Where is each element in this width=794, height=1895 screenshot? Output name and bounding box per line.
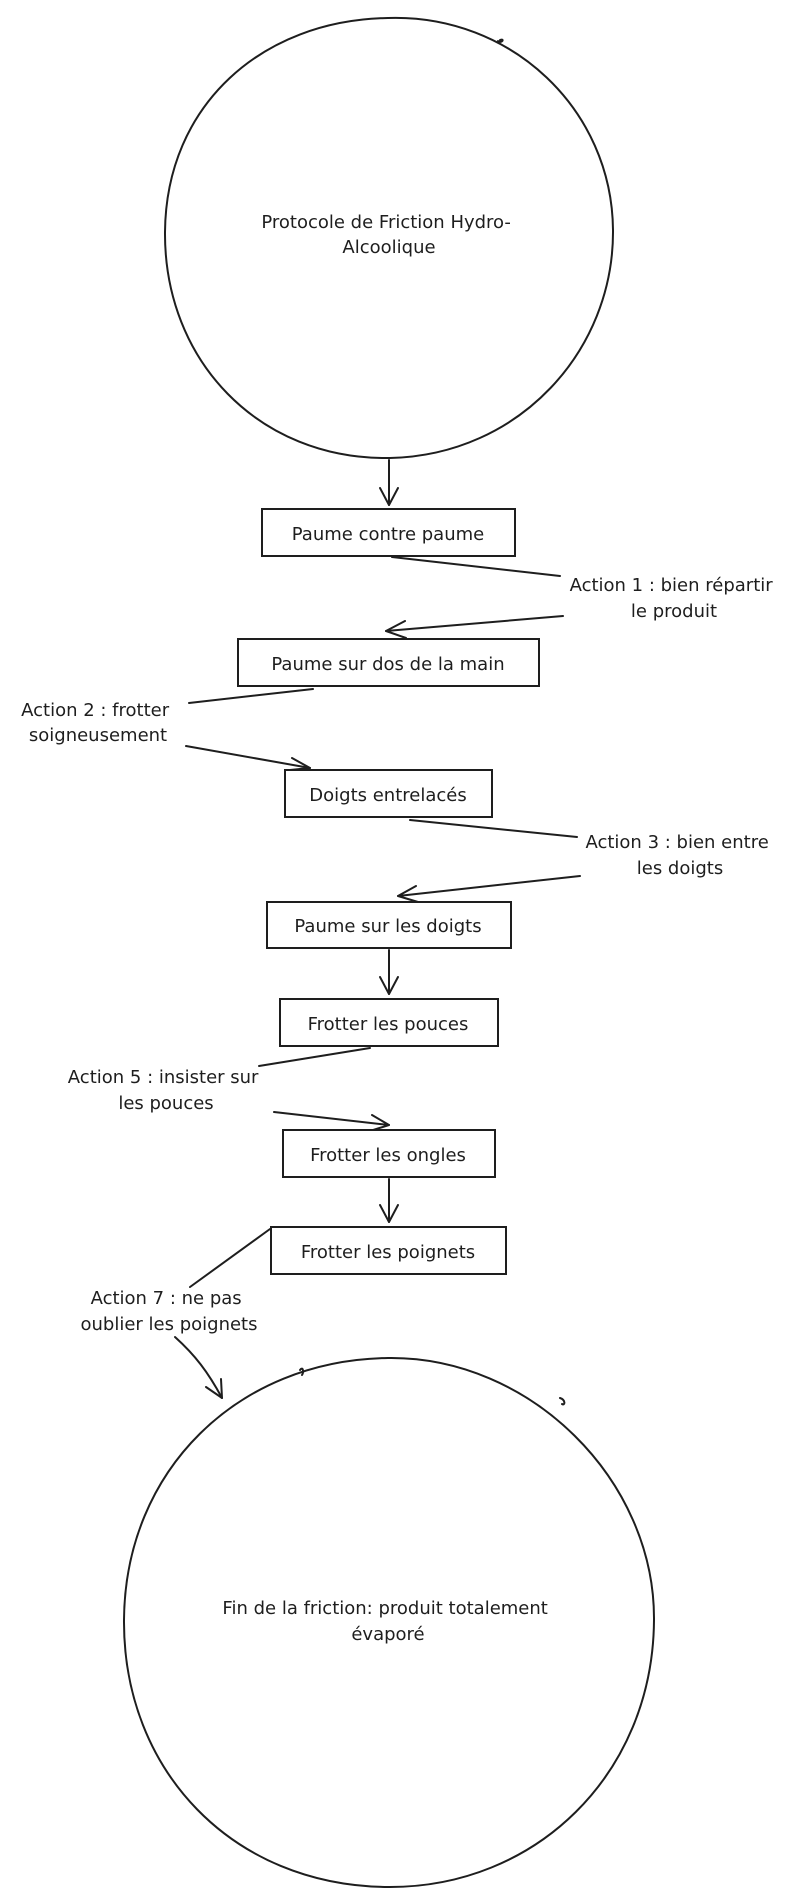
edge-label-action-3-line-1: Action 3 : bien entre (585, 832, 768, 853)
start-node-label: Protocole de Friction Hydro- Alcoolique (261, 212, 516, 258)
step-6-box[interactable]: Frotter les ongles (282, 1129, 496, 1178)
step-1-label: Paume contre paume (292, 524, 484, 545)
edge-label-action-7-line-1: Action 7 : ne pas (91, 1288, 242, 1309)
edge-label-action-2-line-1: Action 2 : frotter (21, 700, 170, 721)
step-7-label: Frotter les poignets (301, 1242, 475, 1263)
edge-label-action-2-line-2: soigneusement (29, 725, 167, 746)
edge-step-5-to-step-6 (258, 1047, 390, 1132)
start-node-label-line-1: Protocole de Friction Hydro- (261, 212, 511, 233)
step-5-box[interactable]: Frotter les pouces (279, 998, 499, 1047)
edge-label-action-7: Action 7 : ne pas oublier les poignets (80, 1288, 257, 1335)
edge-step-4-to-step-5 (379, 949, 399, 995)
edge-step-2-to-step-3 (185, 688, 314, 771)
start-node[interactable]: Protocole de Friction Hydro- Alcoolique (163, 16, 615, 460)
step-2-label: Paume sur dos de la main (271, 654, 504, 675)
edge-step-1-to-step-2 (385, 556, 564, 639)
edge-label-action-3: Action 3 : bien entre les doigts (585, 832, 774, 879)
edge-label-action-1-line-2: le produit (631, 601, 717, 622)
end-node-label: Fin de la friction: produit totalement é… (222, 1598, 553, 1645)
edge-label-action-5-line-2: les pouces (118, 1093, 213, 1114)
step-6-label: Frotter les ongles (310, 1145, 466, 1166)
edge-label-action-2: Action 2 : frotter soigneusement (21, 700, 175, 746)
step-3-box[interactable]: Doigts entrelacés (284, 769, 493, 818)
step-2-box[interactable]: Paume sur dos de la main (237, 638, 540, 687)
step-4-box[interactable]: Paume sur les doigts (266, 901, 512, 949)
end-node-label-line-2: évaporé (351, 1624, 424, 1645)
step-7-box[interactable]: Frotter les poignets (270, 1226, 507, 1275)
edge-start-to-step-1 (379, 459, 399, 506)
start-node-label-line-2: Alcoolique (342, 237, 435, 258)
step-1-box[interactable]: Paume contre paume (261, 508, 516, 557)
edge-step-7-to-end (174, 1228, 271, 1399)
edge-label-action-1-line-1: Action 1 : bien répartir (570, 575, 774, 596)
end-node-label-line-1: Fin de la friction: produit totalement (222, 1598, 547, 1619)
edge-label-action-5: Action 5 : insister sur les pouces (68, 1067, 264, 1114)
step-5-label: Frotter les pouces (308, 1014, 469, 1035)
step-3-label: Doigts entrelacés (309, 785, 466, 806)
edge-step-6-to-step-7 (379, 1178, 399, 1223)
edge-label-action-3-line-2: les doigts (637, 858, 723, 879)
edge-step-3-to-step-4 (397, 819, 581, 903)
edge-label-action-1: Action 1 : bien répartir le produit (570, 575, 779, 622)
end-node[interactable]: Fin de la friction: produit totalement é… (122, 1356, 656, 1889)
step-4-label: Paume sur les doigts (294, 916, 481, 937)
edge-label-action-7-line-2: oublier les poignets (80, 1314, 257, 1335)
edge-label-action-5-line-1: Action 5 : insister sur (68, 1067, 259, 1088)
